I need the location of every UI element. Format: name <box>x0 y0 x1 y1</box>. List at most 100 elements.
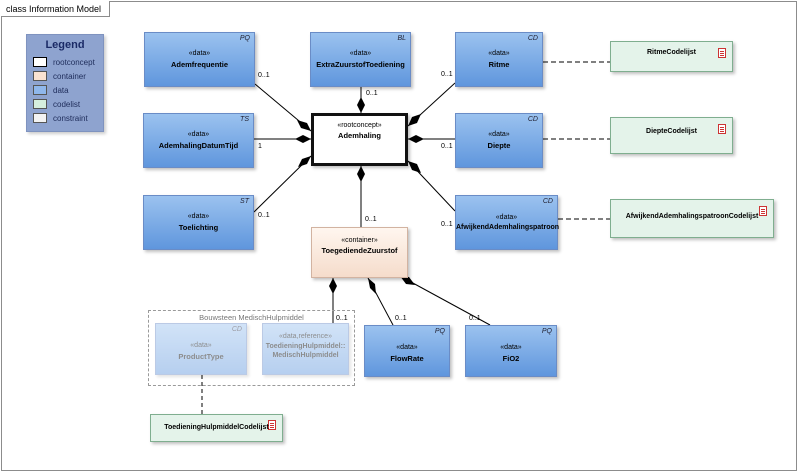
class-toedieninghulpmiddel-medischhulpmiddel[interactable]: «data,reference» ToedieningHulpmiddel:: … <box>262 323 349 375</box>
class-name: AdemhalingDatumTijd <box>158 141 239 150</box>
diamond-toegediendezuurstof <box>357 166 365 182</box>
class-name-line1: ToedieningHulpmiddel:: <box>265 343 346 350</box>
codelist-name: DiepteCodelijst <box>646 128 697 135</box>
codelist-toedieninghulpmiddel[interactable]: ToedieningHulpmiddelCodelijst <box>150 414 283 442</box>
datatype-tag: CD <box>542 198 553 205</box>
link-fio2 <box>399 275 491 326</box>
multiplicity-toelichting: 0..1 <box>258 212 270 219</box>
group-bouwsteen-medischhulpmiddel: Bouwsteen MedischHulpmiddel <box>148 310 355 386</box>
legend-swatch <box>33 85 47 95</box>
diamond-diepte <box>408 135 424 143</box>
multiplicity-ritme: 0..1 <box>441 71 453 78</box>
legend-label: codelist <box>53 100 81 109</box>
class-name: Ademhaling <box>338 131 381 140</box>
codelist-name: RitmeCodelijst <box>646 49 696 56</box>
datatype-tag: CD <box>231 326 242 333</box>
datatype-tag: PQ <box>239 35 250 42</box>
codelist-icon <box>759 206 767 216</box>
class-afwijkendademhalingspatroon[interactable]: CD «data» AfwijkendAdemhalingspatroon <box>455 195 560 250</box>
datatype-tag: PQ <box>434 328 445 335</box>
legend: Legend rootconcept container data codeli… <box>26 34 104 132</box>
class-flowrate[interactable]: PQ «data» FlowRate <box>364 325 450 377</box>
datatype-tag: TS <box>240 116 249 123</box>
multiplicity-diepte: 0..1 <box>441 143 453 150</box>
diamond-medisch <box>329 278 337 294</box>
multiplicity-fio2: 0..1 <box>469 315 481 322</box>
legend-swatch <box>33 99 47 109</box>
diamond-datumtijd <box>295 135 311 143</box>
stereotype-label: «data» <box>190 342 212 349</box>
stereotype-label: «data,reference» <box>279 333 332 340</box>
multiplicity-datumtijd: 1 <box>258 143 262 150</box>
class-toegediendezuurstof[interactable]: «container» ToegediendeZuurstof <box>311 227 408 278</box>
diamond-ademfrequentie <box>297 120 311 131</box>
class-ademhaling[interactable]: «rootconcept» Ademhaling <box>311 113 408 166</box>
class-ademhalingdatumtijd[interactable]: TS «data» AdemhalingDatumTijd <box>143 113 254 168</box>
class-name-line2: MedischHulpmiddel <box>272 352 339 359</box>
stereotype-label: «data» <box>495 214 518 221</box>
stereotype-label: «data» <box>349 50 372 57</box>
datatype-tag: CD <box>527 35 538 42</box>
legend-label: container <box>53 72 86 81</box>
stereotype-label: «data» <box>188 50 211 57</box>
codelist-name: ToedieningHulpmiddelCodelijst <box>164 424 269 431</box>
class-extrazuurstoftoediening[interactable]: BL «data» ExtraZuurstofToediening <box>310 32 411 87</box>
datatype-tag: ST <box>240 198 249 205</box>
multiplicity-flowrate: 0..1 <box>395 315 407 322</box>
multiplicity-afwijkend: 0..1 <box>441 221 453 228</box>
stereotype-label: «data» <box>187 213 210 220</box>
class-name: FiO2 <box>502 354 520 363</box>
stereotype-label: «rootconcept» <box>337 122 382 129</box>
legend-label: data <box>53 86 69 95</box>
codelist-name: AfwijkendAdemhalingspatroonCodelijst <box>625 213 759 220</box>
diamond-flowrate <box>368 278 376 294</box>
group-title: Bouwsteen MedischHulpmiddel <box>199 313 304 322</box>
diamond-toelichting <box>298 156 311 167</box>
class-producttype[interactable]: CD «data» ProductType <box>155 323 247 375</box>
class-name: AfwijkendAdemhalingspatroon <box>456 224 560 231</box>
stereotype-label: «data» <box>396 344 418 351</box>
codelist-icon <box>718 124 726 134</box>
legend-swatch <box>33 71 47 81</box>
stereotype-label: «data» <box>488 50 510 57</box>
stereotype-label: «data» <box>488 131 510 138</box>
class-name: Toelichting <box>178 223 219 232</box>
diamond-fio2 <box>400 276 415 285</box>
stereotype-label: «container» <box>341 237 378 244</box>
codelist-icon <box>268 420 276 430</box>
codelist-afwijkend[interactable]: AfwijkendAdemhalingspatroonCodelijst <box>610 199 774 238</box>
diamond-extrazuurstof <box>357 97 365 113</box>
codelist-icon <box>718 48 726 58</box>
legend-label: constraint <box>53 114 88 123</box>
diamond-ritme <box>408 114 421 126</box>
datatype-tag: PQ <box>541 328 552 335</box>
multiplicity-extrazuurstof: 0..1 <box>366 90 378 97</box>
class-fio2[interactable]: PQ «data» FiO2 <box>465 325 557 377</box>
class-toelichting[interactable]: ST «data» Toelichting <box>143 195 254 250</box>
class-name: ToegediendeZuurstof <box>321 246 398 255</box>
class-ademfrequentie[interactable]: PQ «data» Ademfrequentie <box>144 32 255 87</box>
class-name: ExtraZuurstofToediening <box>316 60 405 69</box>
class-diepte[interactable]: CD «data» Diepte <box>455 113 543 168</box>
diamond-afwijkend <box>408 161 421 173</box>
frame-title: class Information Model <box>1 1 111 17</box>
datatype-tag: BL <box>397 35 406 42</box>
multiplicity-medisch: 0..1 <box>336 315 348 322</box>
class-name: Diepte <box>487 141 511 150</box>
datatype-tag: CD <box>527 116 538 123</box>
multiplicity-ademfrequentie: 0..1 <box>258 72 270 79</box>
class-name: Ademfrequentie <box>170 60 229 69</box>
legend-label: rootconcept <box>53 58 95 67</box>
class-name: FlowRate <box>390 354 424 363</box>
class-ritme[interactable]: CD «data» Ritme <box>455 32 543 87</box>
legend-swatch <box>33 113 47 123</box>
codelist-ritme[interactable]: RitmeCodelijst <box>610 41 733 72</box>
codelist-diepte[interactable]: DiepteCodelijst <box>610 117 733 154</box>
multiplicity-toegediendezuurstof: 0..1 <box>365 216 377 223</box>
legend-swatch <box>33 57 47 67</box>
class-name: ProductType <box>178 352 224 361</box>
stereotype-label: «data» <box>187 131 210 138</box>
legend-title: Legend <box>45 39 85 51</box>
